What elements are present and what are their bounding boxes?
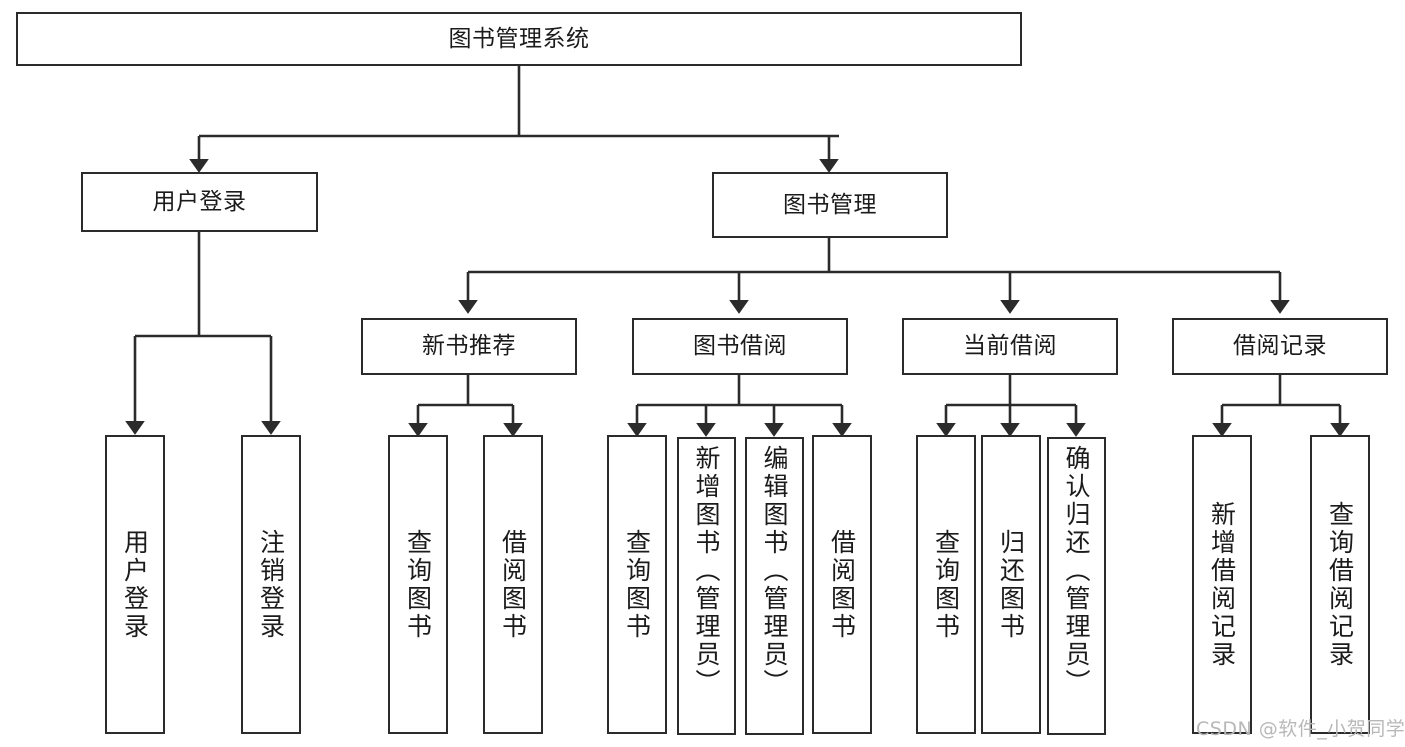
leaf-new-book-borrow-book[interactable]: 借阅图书: [483, 435, 543, 734]
leaf-current-borrow-query-book[interactable]: 查询图书: [916, 435, 976, 734]
node-label: 当前借阅: [963, 333, 1057, 360]
leaf-borrow-record-add-record[interactable]: 新增借阅记录: [1192, 435, 1252, 734]
node-label: 用户登录: [120, 528, 150, 641]
node-label: 新增图书（管理员）: [692, 445, 721, 697]
node-label: 查询借阅记录: [1325, 500, 1355, 669]
leaf-user-login-login[interactable]: 用户登录: [105, 435, 165, 734]
leaf-user-login-logout[interactable]: 注销登录: [241, 435, 301, 734]
leaf-current-borrow-confirm-return-admin[interactable]: 确认归还（管理员）: [1047, 437, 1106, 735]
node-current-borrow[interactable]: 当前借阅: [902, 318, 1118, 375]
node-label: 图书管理: [783, 191, 877, 218]
node-label: 借阅图书: [827, 528, 857, 641]
node-label: 查询图书: [622, 528, 652, 641]
node-book-borrow[interactable]: 图书借阅: [632, 318, 848, 375]
node-label: 借阅图书: [498, 528, 528, 641]
node-label: 确认归还（管理员）: [1062, 445, 1091, 697]
node-label: 新书推荐: [422, 333, 516, 360]
node-label: 注销登录: [256, 528, 286, 641]
leaf-book-borrow-edit-book-admin[interactable]: 编辑图书（管理员）: [745, 437, 804, 735]
node-label: 查询图书: [403, 528, 433, 641]
leaf-book-borrow-query-book[interactable]: 查询图书: [607, 435, 667, 734]
leaf-current-borrow-return-book[interactable]: 归还图书: [981, 435, 1041, 734]
node-borrow-record[interactable]: 借阅记录: [1172, 318, 1388, 375]
node-label: 新增借阅记录: [1207, 500, 1237, 669]
node-label: 借阅记录: [1233, 333, 1327, 360]
node-root-book-management-system[interactable]: 图书管理系统: [16, 12, 1022, 66]
watermark-csdn: CSDN @软件_小贺同学: [1196, 718, 1405, 740]
node-user-login[interactable]: 用户登录: [81, 172, 318, 232]
leaf-book-borrow-add-book-admin[interactable]: 新增图书（管理员）: [677, 437, 736, 735]
node-book-management[interactable]: 图书管理: [712, 172, 948, 238]
node-label: 图书管理系统: [448, 25, 590, 52]
node-new-book-recommend[interactable]: 新书推荐: [361, 318, 577, 375]
node-label: 用户登录: [152, 188, 247, 215]
node-label: 编辑图书（管理员）: [760, 445, 789, 697]
leaf-book-borrow-borrow-book[interactable]: 借阅图书: [812, 435, 872, 734]
leaf-new-book-query-book[interactable]: 查询图书: [388, 435, 448, 734]
node-label: 图书借阅: [693, 333, 787, 360]
node-label: 查询图书: [931, 528, 961, 641]
leaf-borrow-record-query-record[interactable]: 查询借阅记录: [1310, 435, 1370, 734]
node-label: 归还图书: [996, 528, 1026, 641]
